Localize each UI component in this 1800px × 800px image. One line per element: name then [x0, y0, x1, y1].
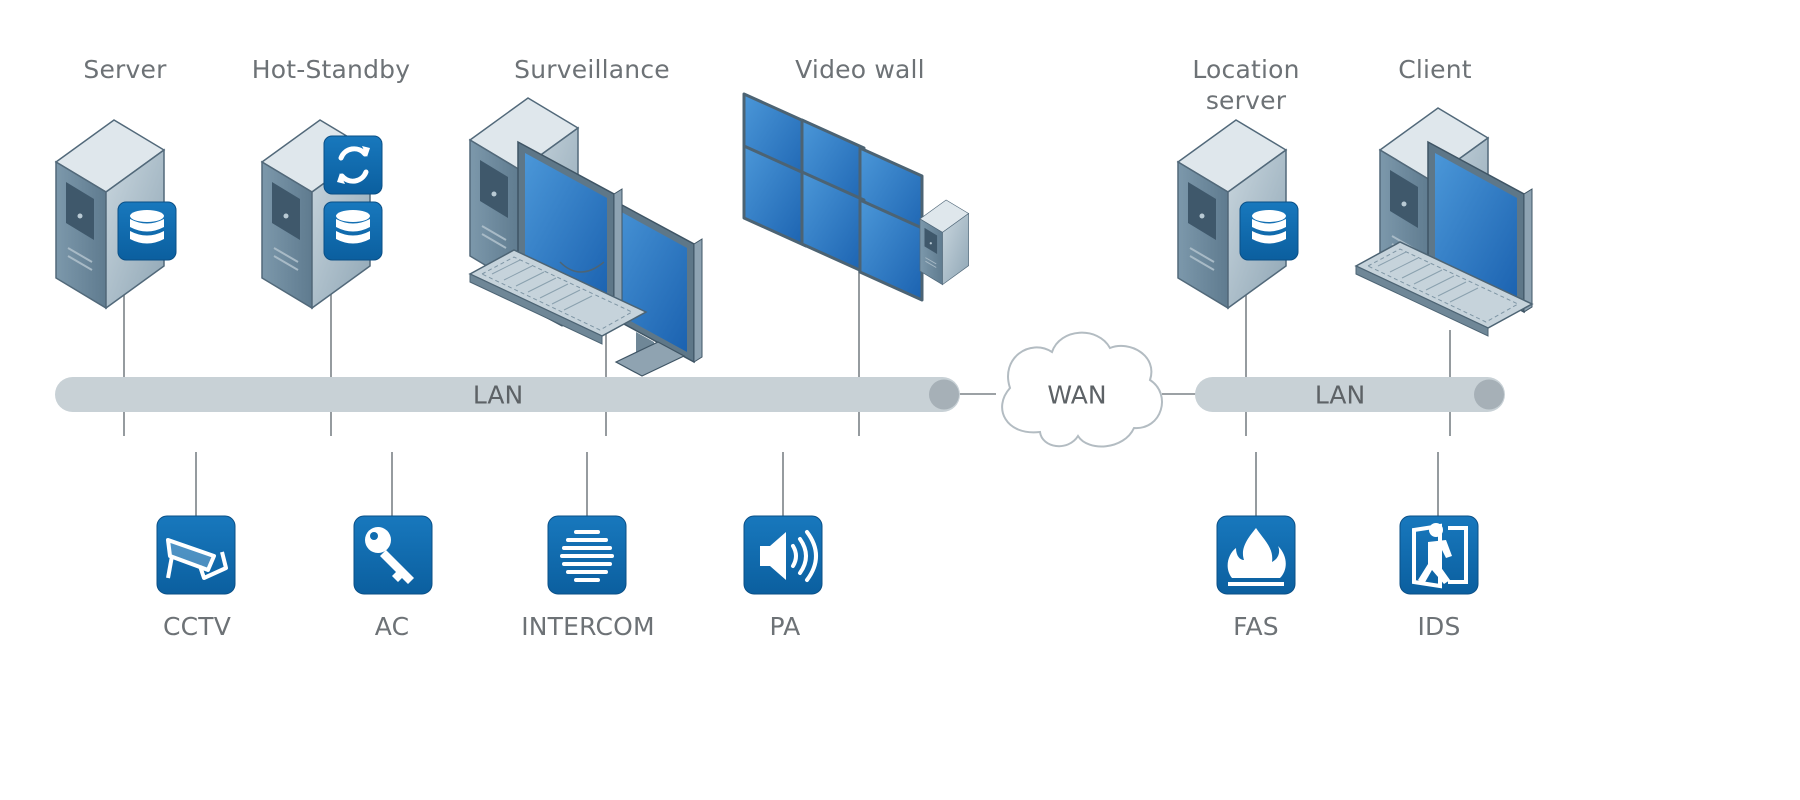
- lan-right-label: LAN: [1314, 380, 1366, 410]
- intruder-icon: [1399, 515, 1479, 595]
- server-label: Server: [83, 55, 167, 84]
- server-icon: [55, 119, 177, 309]
- intercom-label: INTERCOM: [521, 612, 655, 641]
- surveillance-label: Surveillance: [514, 55, 670, 84]
- wan-label: WAN: [1047, 380, 1107, 410]
- pa-label: PA: [769, 612, 801, 641]
- hot-standby-label: Hot-Standby: [251, 55, 411, 84]
- ids-label: IDS: [1417, 612, 1461, 641]
- flame-icon: [1216, 515, 1296, 595]
- lan-bus-left: [55, 377, 960, 412]
- wan-cloud-icon: [1001, 331, 1163, 448]
- surveillance-icon: [469, 97, 703, 377]
- client-label: Client: [1398, 55, 1472, 84]
- fas-label: FAS: [1233, 612, 1279, 641]
- location-server-label: Location server: [1192, 55, 1300, 115]
- location-server-icon: [1177, 119, 1299, 309]
- hot-standby-icon: [261, 119, 383, 309]
- video-wall-icon: [742, 92, 970, 302]
- cctv-icon: [156, 515, 236, 595]
- lan-bus-right: [1195, 377, 1505, 412]
- cctv-label: CCTV: [162, 612, 232, 641]
- intercom-icon: [547, 515, 627, 595]
- ac-label: AC: [374, 612, 410, 641]
- video-wall-label: Video wall: [795, 55, 925, 84]
- key-icon: [353, 515, 433, 595]
- speaker-icon: [743, 515, 823, 595]
- client-icon: [1355, 107, 1533, 337]
- lan-left-label: LAN: [472, 380, 524, 410]
